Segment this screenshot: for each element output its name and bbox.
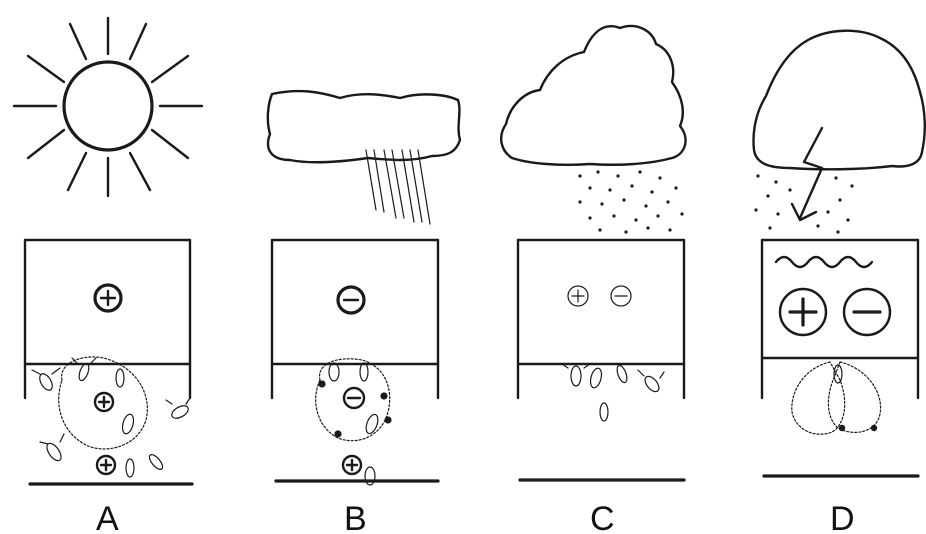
panel-b: B [268,91,460,534]
box-charge-plus [95,285,121,311]
swarm-charge-minus [344,388,364,408]
panel-label: A [96,500,119,534]
panel-a: A [14,18,202,534]
swarm-charge-plus [95,393,113,411]
bee-icon [319,363,391,485]
box-charge-minus [338,287,364,313]
bee-swarm-field-left [792,362,845,434]
panel-label: D [830,500,855,534]
lightning-bolt-icon [792,128,822,220]
dust-particles [578,170,683,233]
panel-d: D [754,31,925,534]
cloud-icon [501,26,685,165]
box-charge-minus [844,289,890,335]
bee-icon [562,364,664,421]
hive-box [518,240,684,364]
cloud-icon [268,91,460,162]
sun-icon [14,18,202,196]
bee-icon [32,358,190,477]
wave-line [776,257,872,267]
bee-swarm-field [316,359,390,441]
bee-icon [834,365,877,431]
box-charge-plus [568,286,588,306]
panel-label: B [344,500,367,534]
cloud-icon [754,31,925,170]
panel-label: C [590,500,615,534]
box-charge-plus [780,289,826,335]
ground-charge-plus [343,456,361,474]
hive-box [272,240,438,364]
ground-charge-plus [97,456,115,474]
box-charge-minus [611,286,631,306]
panel-c: C [501,26,685,534]
dust-particles [754,174,853,233]
